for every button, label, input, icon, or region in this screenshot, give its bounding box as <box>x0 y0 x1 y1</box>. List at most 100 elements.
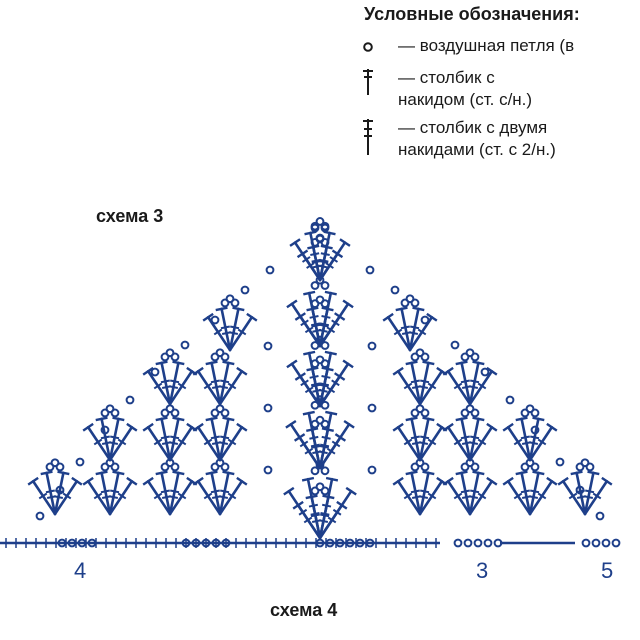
crochet-stitch <box>405 416 422 462</box>
chain-stitch <box>595 511 605 521</box>
chain-stitch <box>400 298 410 308</box>
chain-stitch <box>55 462 65 472</box>
legend-item-chain: — воздушная петля (в <box>358 35 640 67</box>
chain-stitch <box>483 538 493 548</box>
chain-stitch <box>50 458 60 468</box>
chain-stitch <box>367 465 377 475</box>
legend-title: Условные обозначения: <box>364 4 580 24</box>
chain-stitch <box>55 485 65 495</box>
legend-item-double-crochet: — столбик с накидом (ст. с/н.) <box>358 67 640 117</box>
chain-stitch <box>520 462 530 472</box>
legend: Условные обозначения: — воздушная петля … <box>358 4 640 167</box>
crochet-stitch <box>292 500 322 540</box>
scheme-4-label: схема 4 <box>270 600 338 620</box>
chain-stitch <box>465 404 475 414</box>
chain-stitch <box>415 404 425 414</box>
crochet-stitch <box>468 416 485 462</box>
crochet-stitch <box>468 470 485 516</box>
fan-motif <box>442 458 498 516</box>
crochet-stitch <box>455 470 472 516</box>
chain-stitch <box>315 415 325 425</box>
chain-stitch <box>460 408 470 418</box>
chain-stitch <box>105 458 115 468</box>
fan-motif <box>27 458 83 516</box>
crochet-stitch <box>205 470 222 516</box>
crochet-stitch <box>142 422 172 462</box>
crochet-stitch <box>318 366 334 408</box>
chain-stitch <box>210 315 220 325</box>
chain-stitch <box>320 281 330 290</box>
crochet-stitch <box>528 416 545 462</box>
chain-stitch <box>460 462 470 472</box>
chain-stitch <box>100 425 110 435</box>
chain-stitch <box>410 408 420 418</box>
fan-motif <box>442 404 498 462</box>
crochet-stitch <box>305 494 322 540</box>
chain-stitch <box>150 367 160 377</box>
treble-crochet-icon <box>363 119 373 155</box>
chain-stitch <box>463 538 473 548</box>
crochet-stitch <box>155 470 172 516</box>
crochet-stitch <box>455 416 472 462</box>
chain-stitch <box>315 275 325 285</box>
chain-stitch <box>263 465 273 475</box>
chain-stitch <box>110 408 120 418</box>
crochet-stitch <box>108 470 125 516</box>
crochet-stitch <box>168 470 185 516</box>
chain-stitch <box>320 223 330 233</box>
chain-stitch <box>310 466 320 476</box>
chain-stitch <box>520 408 530 418</box>
crochet-stitch <box>408 306 425 352</box>
fan-motif <box>283 460 357 540</box>
chain-stitch <box>320 466 330 476</box>
crochet-stitch <box>318 306 334 348</box>
chain-stitch <box>320 341 330 350</box>
fan-motif <box>392 404 448 462</box>
fan-motif <box>292 482 348 540</box>
crochet-stitch <box>468 360 485 406</box>
crochet-stitch <box>218 416 235 462</box>
crochet-stitch <box>583 470 600 516</box>
chain-stitch <box>410 298 420 308</box>
chain-stitch <box>220 352 230 362</box>
chain-stitch <box>530 462 540 472</box>
fan-motif <box>192 404 248 462</box>
crochet-stitch <box>218 360 235 406</box>
chain-stitch <box>470 462 480 472</box>
crochet-stitch <box>82 422 112 462</box>
fan-motif <box>192 458 248 516</box>
chain-stitch <box>265 265 275 275</box>
crochet-stitch <box>192 476 222 516</box>
chain-stitch <box>170 408 180 418</box>
fan-motif <box>289 217 351 282</box>
crochet-stitch <box>296 249 322 282</box>
crochet-stitch <box>218 422 248 462</box>
crochet-stitch <box>382 312 412 352</box>
crochet-stitch <box>418 366 448 406</box>
double-crochet-icon <box>363 69 373 95</box>
fan-motif <box>286 275 354 348</box>
baseline-group <box>0 538 575 548</box>
crochet-stitch <box>418 422 448 462</box>
chain-stitch <box>591 538 601 548</box>
chain-stitch <box>165 348 175 358</box>
chain-stitch <box>473 538 483 548</box>
crochet-stitch <box>168 360 185 406</box>
chain-stitch <box>365 265 375 275</box>
chain-stitch <box>367 341 377 351</box>
crochet-stitch <box>392 366 422 406</box>
chain-stitch <box>420 352 430 362</box>
chain-stitch <box>310 400 320 410</box>
crochet-stitch <box>142 366 172 406</box>
crochet-stitch <box>418 416 435 462</box>
crochet-stitch <box>218 366 248 406</box>
crochet-stitch <box>528 470 545 516</box>
chain-stitch <box>315 335 325 345</box>
chain-stitch <box>105 404 115 414</box>
crochet-stitch <box>455 360 472 406</box>
chain-stitch <box>320 400 330 410</box>
legend-item-double-crochet-label-1: — столбик с <box>398 68 495 87</box>
chain-stitch <box>315 460 325 470</box>
crochet-stitch <box>502 422 532 462</box>
